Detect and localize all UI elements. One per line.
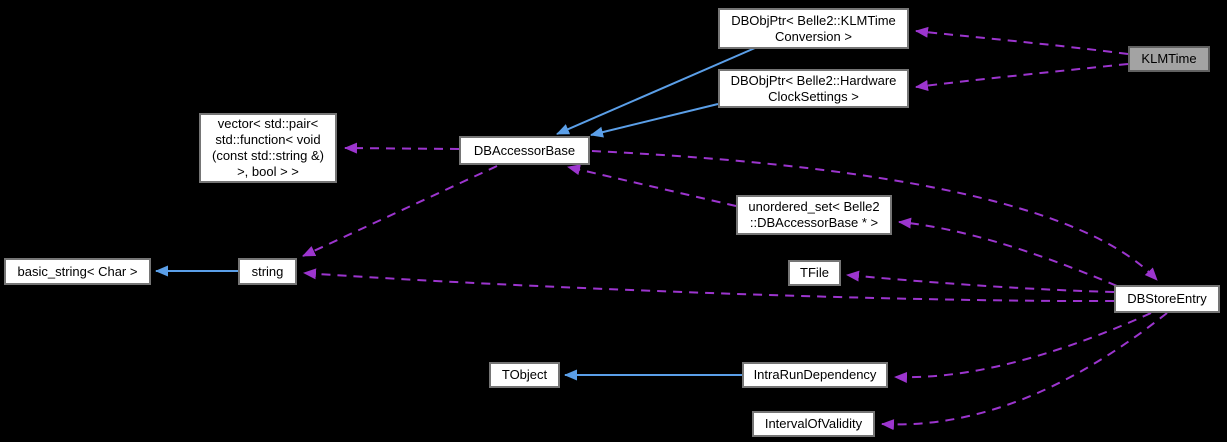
class-node-tobject[interactable]: TObject [489, 362, 560, 388]
class-node-dbstoreentry[interactable]: DBStoreEntry [1114, 285, 1220, 313]
class-node-string[interactable]: string [238, 258, 297, 285]
class-node-intrarundependency[interactable]: IntraRunDependency [742, 362, 888, 388]
class-node-dbobjptr-klmtimeconversion[interactable]: DBObjPtr< Belle2::KLMTime Conversion > [718, 8, 909, 49]
edge-klmtime-to-dbobjptr-hardwareclock [915, 63, 1129, 91]
class-node-basic-string[interactable]: basic_string< Char > [4, 258, 151, 285]
class-node-vector-callbacks[interactable]: vector< std::pair< std::function< void (… [199, 113, 337, 183]
edge-dbstoreentry-to-string [303, 268, 1115, 303]
edge-klmtime-to-dbobjptr-klmtimeconversion [915, 26, 1129, 55]
class-node-klmtime-current: KLMTime [1128, 46, 1210, 72]
class-node-unordered-set-dbaccessorbase[interactable]: unordered_set< Belle2 ::DBAccessorBase *… [736, 195, 892, 235]
edge-dbobjptr-hardwareclock-to-dbaccessorbase [590, 103, 719, 138]
class-node-intervalofvalidity[interactable]: IntervalOfValidity [752, 411, 875, 437]
edge-unordered-set-to-dbaccessorbase [567, 164, 737, 207]
edge-dbaccessorbase-to-dbstoreentry [591, 150, 1158, 281]
class-node-tfile[interactable]: TFile [788, 260, 841, 286]
edge-dbobjptr-klmtimeconversion-to-dbaccessorbase [556, 47, 756, 135]
edge-dbaccessorbase-to-vector [344, 142, 460, 154]
class-node-dbaccessorbase[interactable]: DBAccessorBase [459, 136, 590, 165]
edge-dbstoreentry-to-intrarundependency [894, 312, 1152, 383]
edge-dbstoreentry-to-unordered-set [898, 217, 1118, 287]
class-node-dbobjptr-hardwareclocksettings[interactable]: DBObjPtr< Belle2::Hardware ClockSettings… [718, 69, 909, 108]
edge-dbstoreentry-to-intervalofvalidity [881, 312, 1168, 431]
edge-dbaccessorbase-to-string [302, 165, 498, 257]
edge-dbstoreentry-to-tfile [846, 270, 1115, 293]
